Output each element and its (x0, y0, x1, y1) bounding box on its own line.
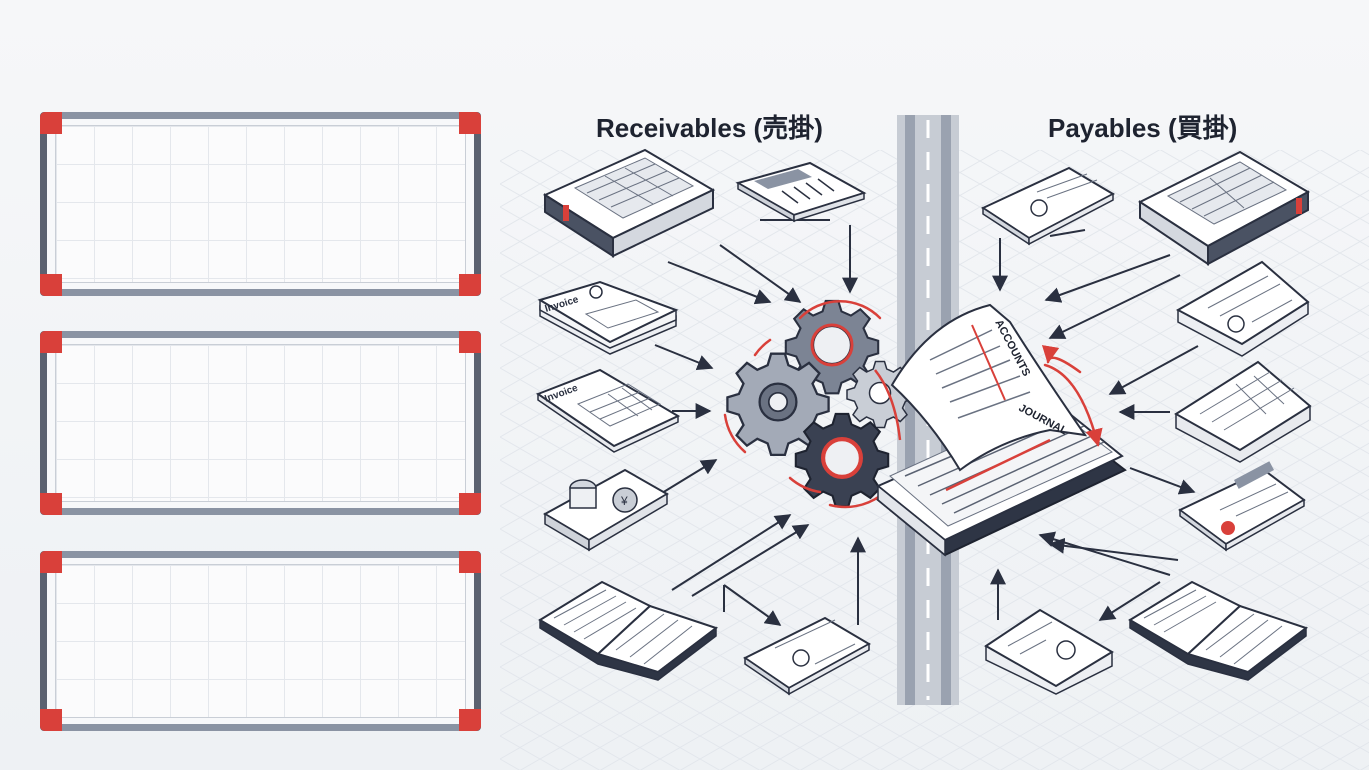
payable-receipt-stack-icon (984, 608, 1114, 695)
ledger-book-icon (542, 148, 716, 258)
payable-table-stack-icon (1174, 360, 1312, 463)
empty-panel-1 (40, 112, 481, 296)
receipt-icon (735, 161, 867, 223)
invoice-sheet-icon: Invoice (535, 368, 681, 453)
payables-heading: Payables (買掛) (1048, 113, 1238, 143)
svg-text:¥: ¥ (620, 494, 628, 508)
payable-bill-icon (1178, 461, 1306, 552)
accounts-journal-book-icon: ACCOUNTS JOURNAL (874, 303, 1127, 557)
receivables-heading: Receivables (売掛) (596, 113, 823, 143)
payable-open-ledger-icon (1128, 580, 1309, 681)
payable-invoice-stack-icon (1175, 260, 1310, 357)
payable-receipt-icon (980, 166, 1116, 246)
coins-tray-icon: ¥ (542, 468, 669, 552)
empty-panel-3 (40, 551, 481, 731)
open-ledger-icon (538, 580, 719, 681)
receipt-bottom-icon (743, 616, 872, 696)
invoice-stack-icon: Invoice (537, 280, 679, 355)
empty-panel-2 (40, 331, 481, 515)
payable-ledger-book-icon (1137, 150, 1311, 266)
